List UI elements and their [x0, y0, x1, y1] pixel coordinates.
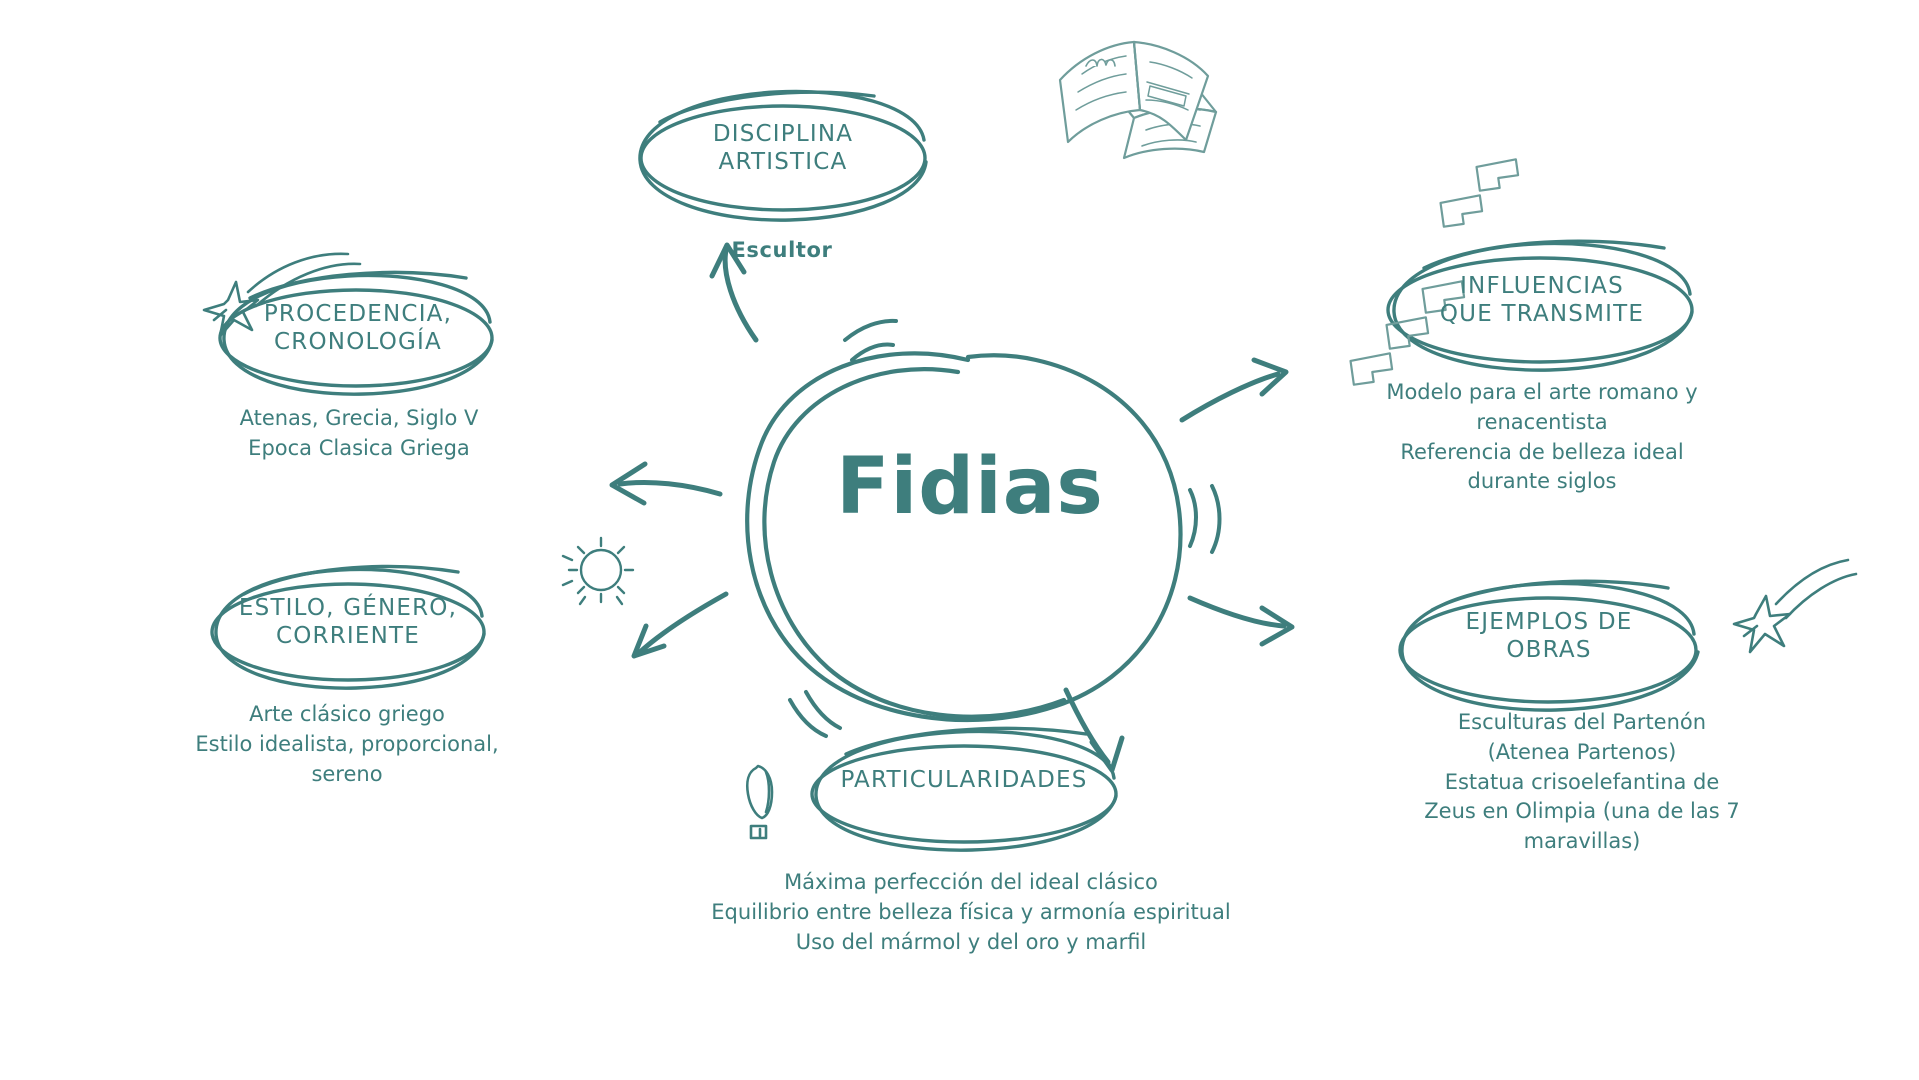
subtitle-escultor: Escultor	[731, 238, 833, 262]
arrow-to-estilo	[631, 591, 729, 659]
center-node-label: Fidias	[836, 442, 1104, 532]
shooting-star-icon-right	[1732, 558, 1858, 654]
branch-title-disciplina-artistica[interactable]: DISCIPLINA ARTISTICA	[712, 121, 854, 176]
sun-icon	[561, 536, 635, 606]
branch-body-procedencia-cronologia: Atenas, Grecia, Siglo V Epoca Clasica Gr…	[239, 406, 479, 460]
branch-body-particularidades: Máxima perfección del ideal clásico Equi…	[711, 870, 1231, 954]
chevron-stack-icon	[1349, 158, 1520, 386]
branch-title-influencias-que-transmite[interactable]: INFLUENCIAS QUE TRANSMITE	[1439, 273, 1645, 328]
arrow-to-procedencia	[609, 461, 723, 506]
branch-title-ejemplos-de-obras[interactable]: EJEMPLOS DE OBRAS	[1465, 609, 1633, 664]
branch-body-influencias-que-transmite: Modelo para el arte romano y renacentist…	[1386, 380, 1698, 494]
arrow-to-ejemplos	[1187, 595, 1295, 647]
center-circle	[745, 351, 1183, 723]
shooting-star-icon	[202, 252, 362, 338]
exclamation-mark-icon	[745, 764, 774, 840]
oval-ejemplos	[1398, 579, 1700, 712]
branch-title-estilo-genero-corriente[interactable]: ESTILO, GÉNERO, CORRIENTE	[238, 595, 458, 650]
branch-body-ejemplos-de-obras: Esculturas del Partenón (Atenea Partenos…	[1424, 710, 1740, 854]
branch-title-procedencia-cronologia[interactable]: PROCEDENCIA, CRONOLOGÍA	[263, 301, 453, 356]
oval-estilo	[210, 564, 486, 690]
branch-body-estilo-genero-corriente: Arte clásico griego Estilo idealista, pr…	[195, 702, 499, 786]
oval-disciplina	[638, 89, 928, 222]
open-books-icon	[1058, 40, 1218, 160]
motion-ticks-right	[1188, 484, 1222, 554]
branch-title-particularidades[interactable]: PARTICULARIDADES	[840, 767, 1088, 793]
motion-ticks-bottom	[788, 690, 842, 738]
arrow-to-particularidades	[1063, 687, 1125, 773]
oval-procedencia	[218, 270, 494, 396]
oval-influencias	[1386, 239, 1694, 372]
arrow-to-influencias	[1179, 357, 1289, 423]
arrow-to-disciplina	[709, 242, 759, 343]
motion-ticks-top	[843, 318, 898, 362]
oval-particularidades	[810, 726, 1118, 852]
